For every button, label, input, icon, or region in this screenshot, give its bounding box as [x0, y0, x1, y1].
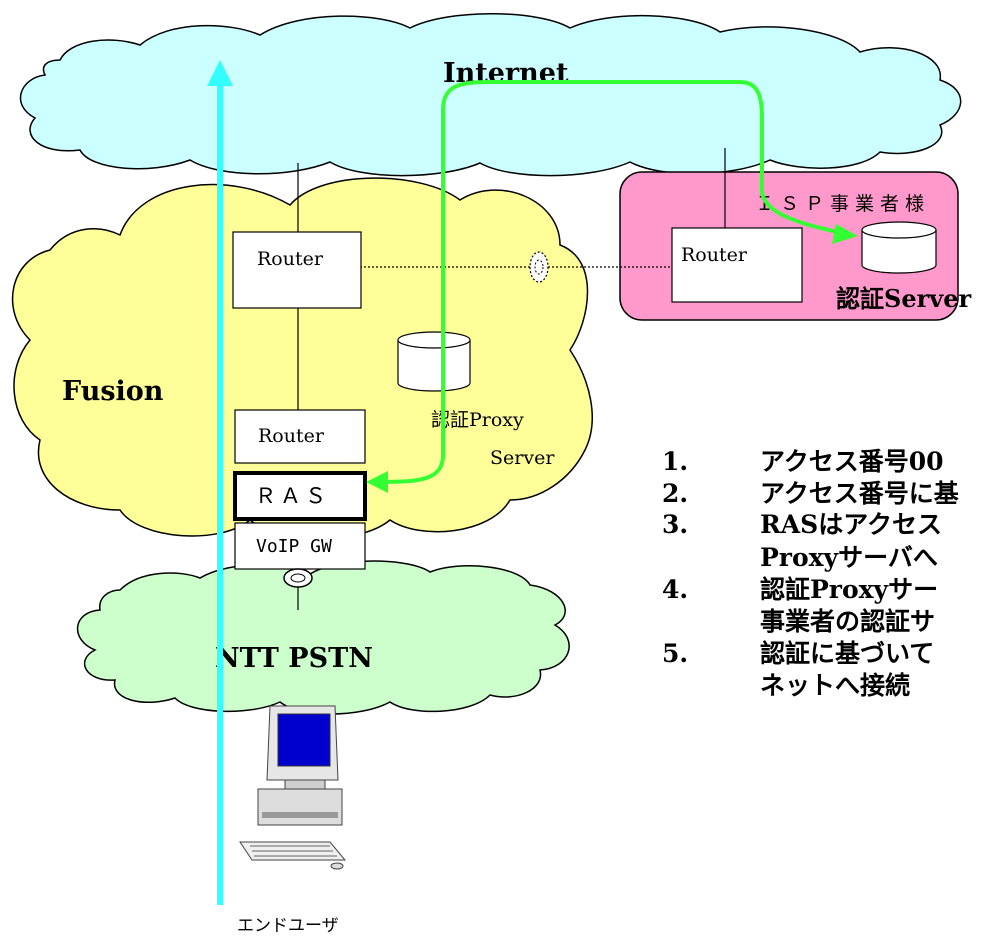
- ras-box: [233, 471, 367, 521]
- proxy-label-2: Server: [490, 447, 555, 469]
- step-2-text: アクセス番号に基: [760, 479, 959, 508]
- end-user-label: エンドユーザ: [237, 916, 339, 936]
- pstn-label: NTT PSTN: [215, 643, 373, 674]
- proxy-server-icon: [397, 331, 471, 392]
- step-4-num: 4.: [662, 575, 688, 604]
- step-1-num: 1.: [662, 447, 688, 476]
- router-bottom-label: Router: [258, 425, 325, 447]
- isp-router-box: [671, 227, 803, 303]
- voip-coupler: [283, 568, 313, 588]
- step-5-text-cont: ネットへ接続: [760, 671, 910, 700]
- step-4-text-cont: 事業者の認証サ: [760, 607, 935, 636]
- pstn-cloud: [76, 560, 570, 715]
- isp-router-label: Router: [681, 244, 748, 266]
- dotted-link-coupler: [529, 251, 549, 283]
- step-3-text-cont: Proxyサーバへ: [760, 543, 938, 572]
- dotted-link-coupler-inner: [534, 259, 544, 275]
- computer-icon: [239, 705, 347, 870]
- internet-cloud: [19, 13, 962, 177]
- fusion-label: Fusion: [62, 376, 164, 407]
- router-top-label: Router: [257, 248, 324, 270]
- voip-coupler-inner: [290, 573, 306, 583]
- step-4-text: 認証Proxyサー: [760, 575, 938, 604]
- router-top-box: [232, 231, 362, 309]
- auth-server-label: 認証Server: [836, 284, 971, 313]
- step-1-text: アクセス番号00: [760, 447, 944, 476]
- auth-arrowhead-ras: [366, 471, 388, 493]
- isp-title: ＩＳＰ事業者様: [755, 193, 930, 215]
- step-3-num: 3.: [662, 510, 688, 539]
- steps-list: 1. アクセス番号00 2. アクセス番号に基 3. RASはアクセス Prox…: [662, 447, 959, 700]
- step-5-num: 5.: [662, 639, 688, 668]
- proxy-label-1: 認証Proxy: [431, 409, 524, 431]
- step-2-num: 2.: [662, 479, 688, 508]
- ras-label: ＲＡＳ: [255, 484, 330, 508]
- router-bottom-box: [234, 409, 366, 464]
- step-3-text: RASはアクセス: [760, 510, 942, 539]
- voip-gw-label: VoIP GW: [256, 536, 332, 557]
- auth-path-arrow: [379, 80, 839, 484]
- step-5-text: 認証に基づいて: [760, 639, 934, 668]
- user-arrowhead: [207, 60, 233, 86]
- auth-server-icon: [861, 221, 937, 274]
- auth-arrowhead-server: [832, 224, 858, 244]
